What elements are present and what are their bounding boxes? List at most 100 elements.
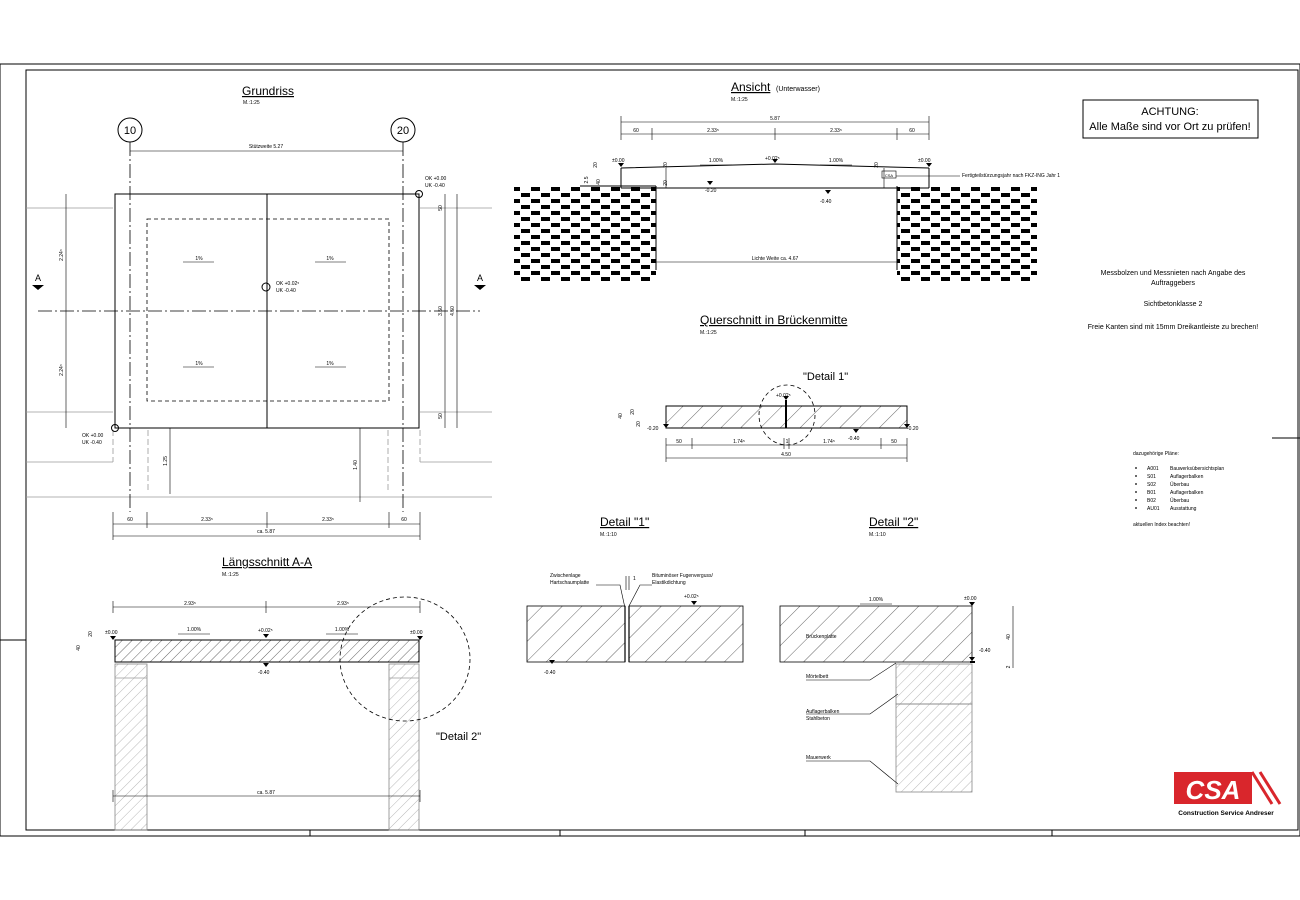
detail2-moertelbett: Mörtelbett (806, 674, 829, 680)
ansicht-view: Ansicht (Unterwasser) M.:1:25 5.87 60 2.… (514, 80, 1060, 282)
laengsschnitt-view: Längsschnitt A-A M.:1:25 2.93⁵ 2.93⁵ ±0.… (76, 555, 481, 831)
note-messbolzen-2: Auftraggebers (1151, 280, 1195, 287)
ansicht-dim-v-20d: 20 (874, 162, 880, 168)
inner-frame (25, 69, 1299, 831)
detail2-slope: 1.00% (869, 597, 884, 603)
dim-r-350: 3.50 (438, 306, 444, 316)
detail2-auflager-2: Stahlbeton (806, 716, 830, 722)
ansicht-slope-left: 1.00% (709, 158, 724, 164)
detail2-mauerwerk: Mauerwerk (806, 755, 831, 761)
plan-code: S01 (1147, 474, 1156, 480)
plan-bullet (1135, 499, 1137, 501)
pier-left (114, 663, 148, 831)
dim-r-450: 4.50 (450, 306, 456, 316)
plan-name: Bauwerksübersichtsplan (1170, 466, 1224, 472)
plans-footer: aktuellen Index beachten! (1133, 522, 1190, 528)
csa-small: CSA (885, 173, 894, 178)
ls-dim-v-40: 40 (76, 645, 82, 651)
csa-logo-letters: CSA (1186, 775, 1241, 805)
dim-140: 1.40 (353, 460, 359, 470)
dim-total-grundriss: ca. 5.87 (257, 529, 275, 535)
ls-slope-left: 1.00% (187, 627, 202, 633)
plan-bullet (1135, 507, 1137, 509)
section-arrow-icon (474, 285, 486, 290)
laengsschnitt-scale: M.:1:25 (222, 572, 239, 578)
plan-name: Überbau (1170, 497, 1189, 504)
section-mark-right: A (477, 273, 483, 283)
qs-dim-174b: 1.74⁵ (823, 439, 835, 445)
ok-top: OK +0.00 (425, 176, 446, 182)
plan-name: Überbau (1170, 481, 1189, 488)
plan-code: B01 (1147, 490, 1156, 496)
lichte-weite: Lichte Weite ca. 4.67 (752, 256, 799, 262)
csa-logo: CSA Construction Service Andreser (1174, 771, 1282, 817)
ansicht-dim-total: 5.87 (770, 116, 780, 122)
dim-125: 1.25 (163, 456, 169, 466)
uk-top: UK -0.40 (425, 183, 445, 189)
querschnitt-view: Querschnitt in Brückenmitte M.:1:25 "Det… (618, 313, 919, 462)
stuetzweite-label: Stützweite 5.27 (249, 144, 283, 150)
slope-tl: 1% (195, 256, 203, 262)
grundriss-title: Grundriss (242, 84, 294, 98)
ansicht-title: Ansicht (731, 80, 771, 94)
laengsschnitt-title: Längsschnitt A-A (222, 555, 312, 569)
measuring-bolt-icon (261, 282, 271, 292)
dim-b-233b: 2.33⁵ (322, 517, 334, 523)
qs-dim-v-20b: 20 (636, 421, 642, 427)
dim-b-233a: 2.33⁵ (201, 517, 213, 523)
ansicht-lv-right: ±0.00 (918, 158, 931, 164)
ansicht-dim-60a: 60 (633, 128, 639, 134)
measuring-bolt-icon (415, 190, 423, 198)
detail1-title: Detail "1" (600, 515, 649, 529)
plan-name: Ausstattung (1170, 506, 1197, 512)
qs-dim-1: 1 (786, 439, 789, 445)
csa-logo-text: Construction Service Andreser (1178, 810, 1274, 817)
querschnitt-lv-m040: -0.40 (848, 436, 860, 442)
achtung-line2: Alle Maße sind vor Ort zu prüfen! (1089, 121, 1250, 133)
uk-center: UK -0.40 (276, 288, 296, 294)
ls-lv-center: +0.02⁵ (258, 628, 273, 634)
achtung-box: ACHTUNG: Alle Maße sind vor Ort zu prüfe… (1082, 99, 1259, 139)
ansicht-lv-m020: -0.20 (705, 188, 717, 194)
dim-left-top: 2.24⁵ (59, 249, 65, 261)
ls-dim-293b: 2.93⁵ (337, 601, 349, 607)
dim-left-bottom: 2.24⁵ (59, 364, 65, 376)
detail2-dim-40: 40 (1006, 634, 1012, 640)
detail1-label-right-1: Bituminöser Fugenverguss/ (652, 573, 713, 579)
grundriss-view: Grundriss M.:1:25 10 20 Stützweite 5.27 … (26, 84, 492, 540)
achtung-line1: ACHTUNG: (1141, 106, 1198, 118)
detail2-auflager-1: Auflagerbalken (806, 709, 840, 715)
detail2-title: Detail "2" (869, 515, 918, 529)
ansicht-lv-left: ±0.00 (612, 158, 625, 164)
ls-lv-right: ±0.00 (410, 630, 423, 636)
measuring-bolt-icon (111, 424, 119, 432)
dim-b-60a: 60 (127, 517, 133, 523)
ansicht-slope-right: 1.00% (829, 158, 844, 164)
ansicht-scale: M.:1:25 (731, 97, 748, 103)
querschnitt-lv-left: -0.20 (647, 426, 659, 432)
general-notes: Messbolzen und Messnieten nach Angabe de… (1088, 270, 1258, 331)
plan-name: Auflagerbalken (1170, 490, 1204, 496)
ls-dim-total: ca. 5.87 (257, 790, 275, 796)
ansicht-dim-233b: 2.33⁵ (830, 128, 842, 134)
qs-dim-v-20a: 20 (630, 409, 636, 415)
plan-bullet (1135, 483, 1137, 485)
outer-frame (0, 63, 1300, 837)
csa-tag (881, 170, 897, 179)
pier-right (388, 663, 420, 831)
plan-bullet (1135, 467, 1137, 469)
detail1-label-right-2: Elastikdichtung (652, 580, 686, 586)
note-sichtbeton: Sichtbetonklasse 2 (1144, 301, 1203, 308)
ansicht-dim-v-20a: 20 (593, 162, 599, 168)
masonry-right (897, 186, 1037, 282)
detail1-label-left-2: Hartschaumplatte (550, 580, 589, 586)
csa-logo-mark (1174, 772, 1252, 804)
plan-code: S02 (1147, 482, 1156, 488)
ls-lv-m040: -0.40 (258, 670, 270, 676)
querschnitt-lv-right: -0.20 (907, 426, 919, 432)
ok-bottom: OK +0.00 (82, 433, 103, 439)
detail2-lv-bottom: -0.40 (979, 648, 991, 654)
grundriss-scale: M.:1:25 (243, 100, 260, 106)
qs-dim-total: 4.50 (781, 452, 791, 458)
section-arrow-icon (32, 285, 44, 290)
